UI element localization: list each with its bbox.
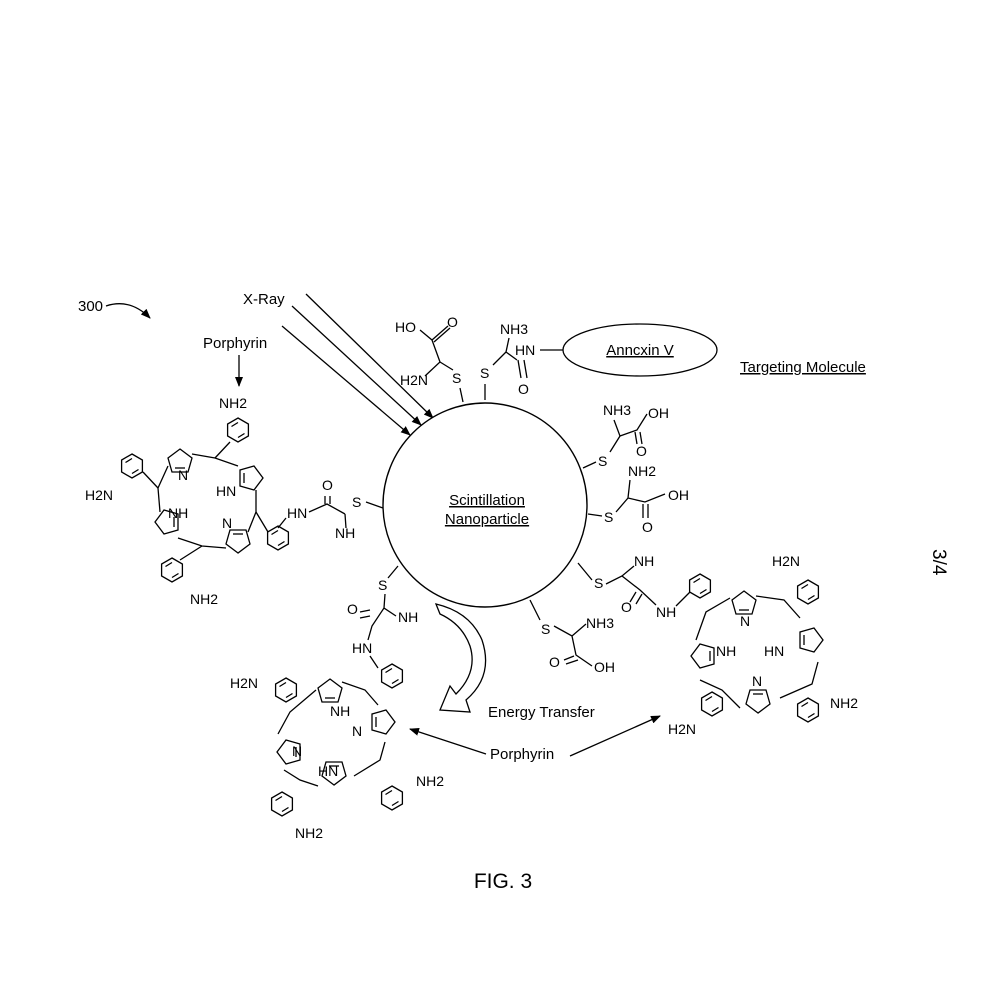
bottom-cysteine-ligand: S NH3 O OH: [530, 600, 615, 675]
atom-nh: NH: [656, 604, 676, 620]
annexin-linker-ligand: NH3 HN O S: [480, 321, 563, 400]
porphyrin-arrow-right: [570, 716, 660, 756]
left-porphyrin: NH2 H2N NH2 N HN N NH: [85, 395, 288, 607]
atom-o: O: [642, 519, 653, 535]
atom-oh: OH: [594, 659, 615, 675]
bottom-porphyrin: H2N NH2 NH2 NH N N HN: [230, 664, 444, 841]
atom-h2n: H2N: [400, 372, 428, 388]
porphyrin-label-top: Porphyrin: [203, 335, 267, 352]
targeting-molecule-label: Targeting Molecule: [740, 359, 866, 376]
atom-nh: NH: [398, 609, 418, 625]
atom-hn: HN: [515, 342, 535, 358]
atom-s: S: [598, 453, 607, 469]
atom-nh3: NH3: [500, 321, 528, 337]
atom-nh2: NH2: [219, 395, 247, 411]
right-cysteine-ligand-2: NH2 OH O S: [588, 463, 689, 535]
atom-nh: NH: [335, 525, 355, 541]
atom-oh: OH: [648, 405, 669, 421]
top-cysteine-ligand: HO O H2N S: [395, 314, 463, 402]
atom-h2n: H2N: [772, 553, 800, 569]
atom-s: S: [541, 621, 550, 637]
atom-s: S: [352, 494, 361, 510]
left-porphyrin-linker: HN O S NH: [278, 477, 383, 541]
nanoparticle-label-line1: Scintillation: [449, 492, 525, 509]
atom-s: S: [452, 370, 461, 386]
atom-h2n: H2N: [85, 487, 113, 503]
xray-arrow-3: [282, 326, 410, 435]
porphyrin-arrow-left: [410, 729, 486, 754]
atom-n: N: [740, 613, 750, 629]
atom-o: O: [636, 443, 647, 459]
figure-caption: FIG. 3: [474, 870, 532, 893]
bottom-porphyrin-linker: S NH O HN: [347, 566, 418, 668]
atom-nh2: NH2: [416, 773, 444, 789]
energy-transfer-arrow: [436, 604, 486, 712]
atom-h2n: H2N: [668, 721, 696, 737]
atom-n: N: [752, 673, 762, 689]
atom-ho: HO: [395, 319, 416, 335]
atom-o: O: [549, 654, 560, 670]
atom-s: S: [594, 575, 603, 591]
atom-nh2: NH2: [295, 825, 323, 841]
nanoparticle-label-line2: Nanoparticle: [445, 511, 529, 528]
atom-n: N: [352, 723, 362, 739]
xray-arrow-1: [306, 294, 433, 418]
atom-o: O: [322, 477, 333, 493]
atom-nh2: NH2: [190, 591, 218, 607]
atom-nh2: NH2: [628, 463, 656, 479]
atom-o: O: [447, 314, 458, 330]
annexin-label: Anncxin V: [606, 342, 674, 359]
atom-hn: HN: [216, 483, 236, 499]
atom-hn: HN: [318, 763, 338, 779]
reference-number: 300: [78, 298, 103, 315]
page-number: 3/4: [928, 549, 949, 576]
atom-s: S: [480, 365, 489, 381]
atom-s: S: [378, 577, 387, 593]
atom-nh: NH: [634, 553, 654, 569]
atom-hn: HN: [287, 505, 307, 521]
atom-o: O: [347, 601, 358, 617]
energy-transfer-label: Energy Transfer: [488, 704, 595, 721]
atom-nh: NH: [330, 703, 350, 719]
atom-h2n: H2N: [230, 675, 258, 691]
atom-o: O: [518, 381, 529, 397]
porphyrin-label-bottom: Porphyrin: [490, 746, 554, 763]
atom-nh2: NH2: [830, 695, 858, 711]
right-porphyrin-linker: NH S O NH: [578, 553, 690, 620]
right-porphyrin: H2N H2N NH2 N HN NH N: [668, 553, 858, 737]
atom-s: S: [604, 509, 613, 525]
atom-n: N: [178, 467, 188, 483]
xray-label: X-Ray: [243, 291, 285, 308]
atom-oh: OH: [668, 487, 689, 503]
atom-n: N: [222, 515, 232, 531]
atom-n: N: [292, 743, 302, 759]
atom-hn: HN: [352, 640, 372, 656]
reference-arrow: [106, 304, 150, 318]
atom-hn: HN: [764, 643, 784, 659]
atom-nh3: NH3: [586, 615, 614, 631]
right-cysteine-ligand-1: NH3 OH O S: [583, 402, 669, 469]
atom-nh3: NH3: [603, 402, 631, 418]
atom-nh: NH: [168, 505, 188, 521]
atom-nh: NH: [716, 643, 736, 659]
